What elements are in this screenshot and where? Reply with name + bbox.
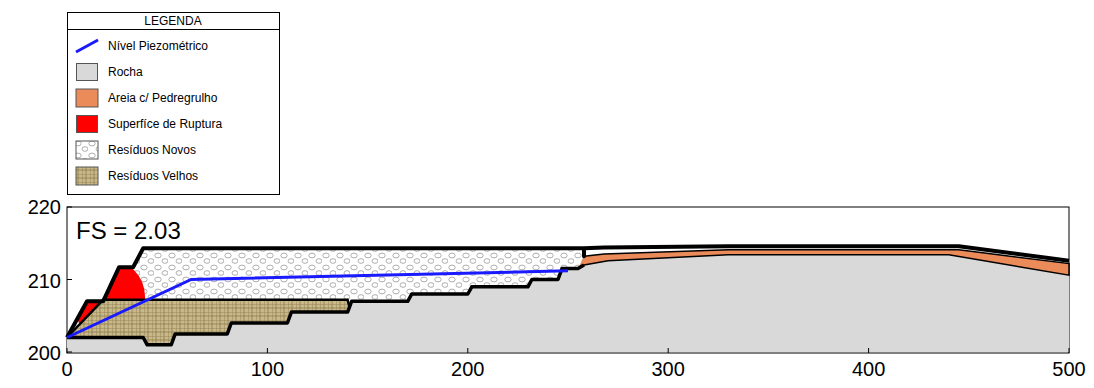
- sand-layer: [578, 250, 1069, 275]
- axis-tick: [67, 207, 72, 208]
- legend-text: Nível Piezométrico: [108, 40, 208, 52]
- legend-text: Superfíce de Ruptura: [108, 118, 222, 130]
- safety-factor: FS = 2.03: [76, 219, 181, 243]
- legend-swatch: [76, 115, 98, 133]
- legend-sample: [74, 36, 100, 56]
- axis-number: 200: [28, 343, 61, 363]
- piezometric-line: [67, 271, 568, 338]
- axis-number: 100: [251, 359, 284, 379]
- axis-number: 220: [28, 197, 61, 217]
- waste-outline: [67, 246, 1069, 337]
- legend-text: Resíduos Velhos: [108, 170, 198, 182]
- foundation-line: [67, 265, 584, 345]
- legend-title: LEGENDA: [144, 15, 201, 27]
- legend-divider: [67, 29, 280, 30]
- legend-sample: [74, 166, 100, 186]
- new-waste: [67, 248, 584, 337]
- axis-number: 0: [61, 359, 72, 379]
- axis-number: 210: [28, 271, 61, 291]
- axis-tick: [868, 348, 869, 353]
- axis-tick: [267, 348, 268, 353]
- axis-number: 400: [852, 359, 885, 379]
- legend-text: Rocha: [108, 66, 143, 78]
- legend-swatch: [76, 63, 98, 81]
- axis-tick: [668, 348, 669, 353]
- axis-tick: [1069, 348, 1070, 353]
- legend-sample: [74, 88, 100, 108]
- legend-text: Resíduos Novos: [108, 144, 196, 156]
- plot-frame: [67, 207, 1069, 353]
- axis-tick: [67, 352, 72, 353]
- legend-sample: [74, 140, 100, 160]
- axis-tick: [467, 348, 468, 353]
- axis-number: 200: [451, 359, 484, 379]
- axis-number: 300: [652, 359, 685, 379]
- legend-text: Areia c/ Pedregrulho: [108, 92, 217, 104]
- axis-tick: [67, 279, 72, 280]
- axis-number: 500: [1052, 359, 1085, 379]
